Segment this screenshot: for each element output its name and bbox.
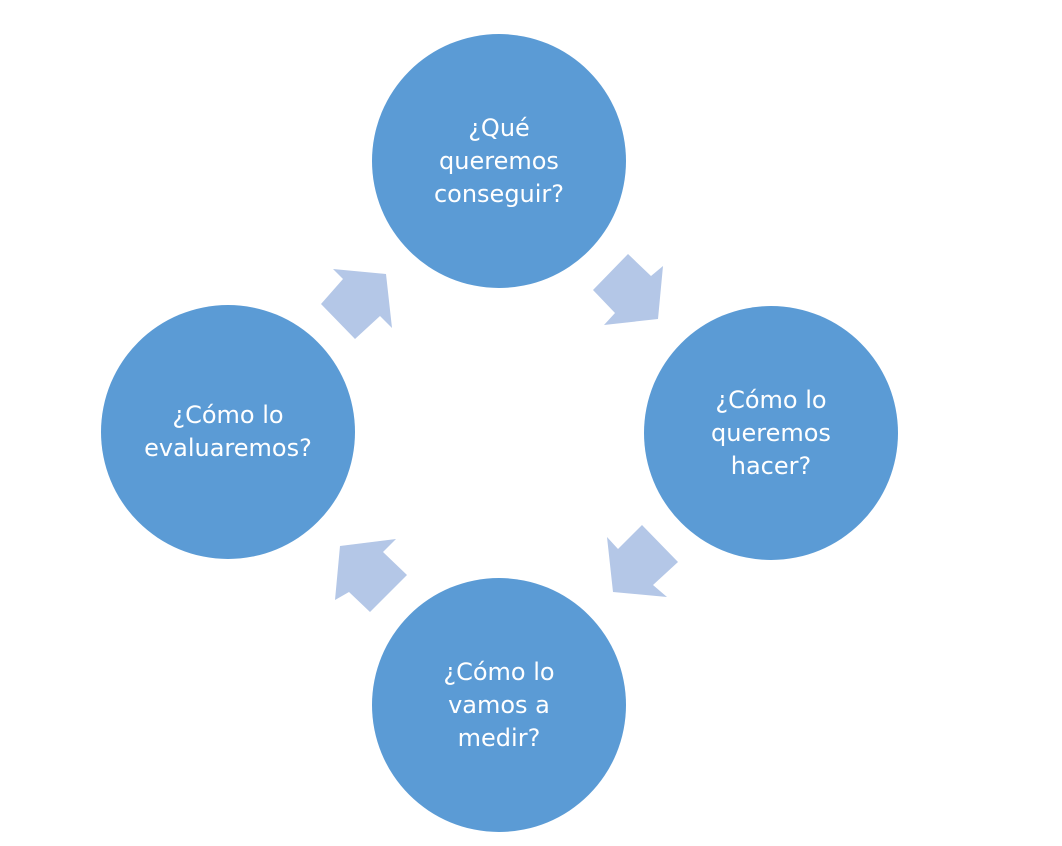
node-right: ¿Cómo lo queremos hacer? xyxy=(644,306,898,560)
node-bottom: ¿Cómo lo vamos a medir? xyxy=(372,578,626,832)
arrow-bottom-to-left xyxy=(335,539,407,612)
arrow-top-to-right xyxy=(593,254,663,325)
arrow-left-to-top xyxy=(321,269,392,339)
node-bottom-label: ¿Cómo lo vamos a medir? xyxy=(443,657,555,752)
node-right-label: ¿Cómo lo queremos hacer? xyxy=(711,385,831,480)
node-top: ¿Qué queremos conseguir? xyxy=(372,34,626,288)
node-left-label: ¿Cómo lo evaluaremos? xyxy=(144,401,312,462)
node-left: ¿Cómo lo evaluaremos? xyxy=(101,305,355,559)
arrow-right-to-bottom xyxy=(607,525,678,597)
node-top-label: ¿Qué queremos conseguir? xyxy=(433,113,565,208)
